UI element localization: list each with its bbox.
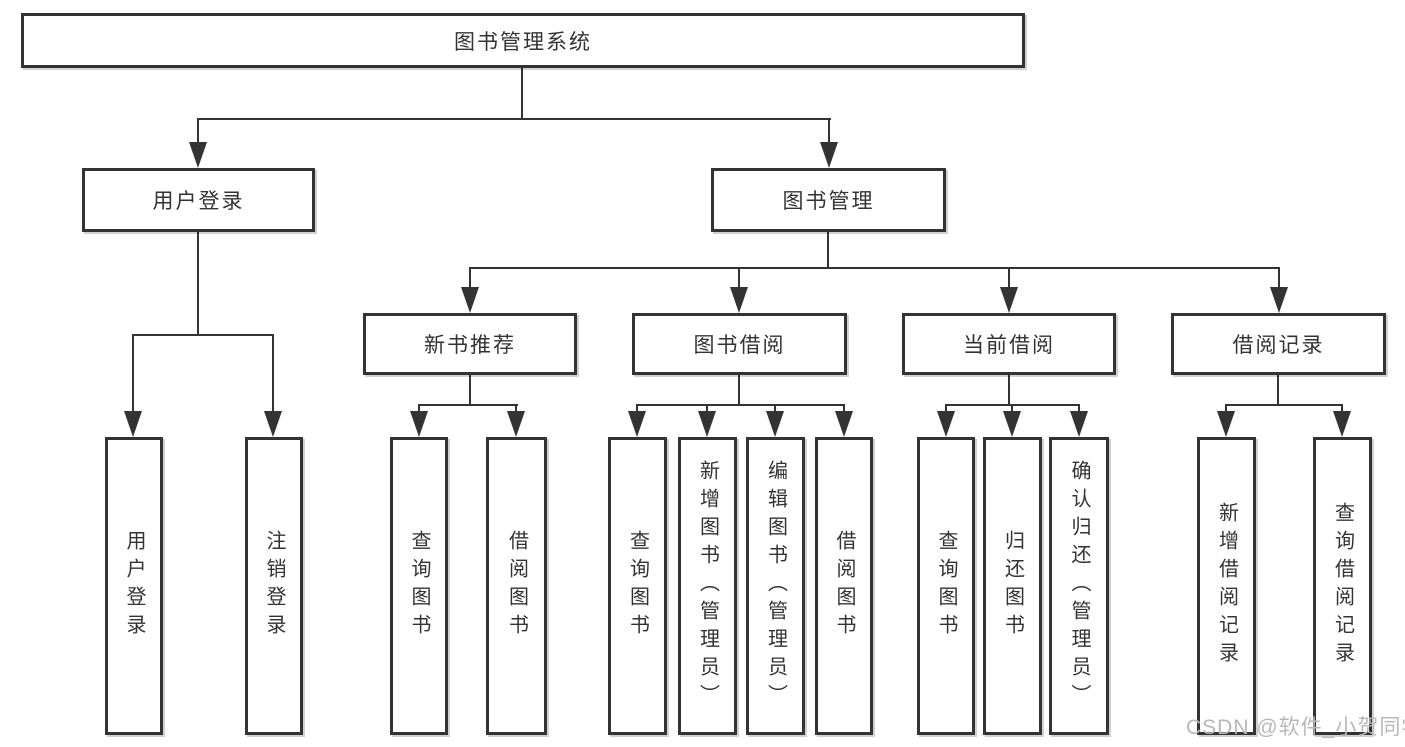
connector-line	[843, 404, 845, 414]
arrowhead-down-icon	[1003, 411, 1021, 437]
node-query-books-borrowing: 查询图书	[608, 437, 667, 735]
connector-line	[945, 404, 947, 414]
node-new-book-recommendation: 新书推荐	[363, 313, 577, 375]
arrowhead-down-icon	[766, 411, 784, 437]
arrowhead-down-icon	[820, 142, 838, 168]
connector-line	[1341, 404, 1343, 414]
node-query-borrow-record: 查询借阅记录	[1313, 437, 1372, 735]
connector-line	[1011, 404, 1013, 414]
connector-line	[132, 334, 274, 336]
connector-line	[738, 267, 740, 291]
connector-line	[132, 334, 134, 414]
watermark-text: CSDN @软件_小贺同学	[1186, 716, 1405, 739]
connector-line	[1008, 267, 1010, 291]
node-borrow-books-borrowing: 借阅图书	[815, 437, 873, 735]
node-user-login-leaf: 用户登录	[105, 437, 163, 735]
connector-line	[521, 68, 523, 119]
connector-line	[636, 404, 638, 414]
node-confirm-return-admin: 确认归还（管理员）	[1049, 437, 1109, 735]
connector-line	[515, 404, 517, 414]
arrowhead-down-icon	[1217, 411, 1235, 437]
arrowhead-down-icon	[1070, 411, 1088, 437]
arrowhead-down-icon	[410, 411, 428, 437]
connector-line	[272, 334, 274, 414]
node-add-book-admin: 新增图书（管理员）	[678, 437, 737, 735]
connector-line	[738, 375, 740, 406]
arrowhead-down-icon	[1333, 411, 1351, 437]
node-library-management-system: 图书管理系统	[21, 13, 1025, 68]
arrowhead-down-icon	[937, 411, 955, 437]
node-book-management: 图书管理	[711, 168, 946, 232]
connector-line	[827, 232, 829, 269]
node-edit-book-admin: 编辑图书（管理员）	[746, 437, 805, 735]
node-current-borrowing: 当前借阅	[902, 313, 1116, 375]
connector-line	[418, 404, 420, 414]
arrowhead-down-icon	[264, 411, 282, 437]
connector-line	[828, 118, 830, 146]
arrowhead-down-icon	[698, 411, 716, 437]
connector-line	[469, 267, 1280, 269]
connector-line	[418, 404, 518, 406]
arrowhead-down-icon	[1000, 287, 1018, 313]
node-logout: 注销登录	[245, 437, 303, 735]
connector-line	[1278, 267, 1280, 291]
node-add-borrow-record: 新增借阅记录	[1197, 437, 1256, 735]
connector-line	[1008, 375, 1010, 406]
node-query-books-recommend: 查询图书	[390, 437, 448, 735]
arrowhead-down-icon	[628, 411, 646, 437]
node-borrowing-records: 借阅记录	[1171, 313, 1386, 375]
arrowhead-down-icon	[124, 411, 142, 437]
arrowhead-down-icon	[835, 411, 853, 437]
connector-line	[469, 267, 471, 291]
node-user-login: 用户登录	[82, 168, 315, 232]
arrowhead-down-icon	[730, 287, 748, 313]
node-return-books: 归还图书	[983, 437, 1042, 735]
arrowhead-down-icon	[1270, 287, 1288, 313]
connector-line	[197, 118, 199, 146]
connector-line	[1225, 404, 1227, 414]
connector-line	[197, 118, 831, 120]
connector-line	[1225, 404, 1343, 406]
connector-line	[197, 232, 199, 336]
arrowhead-down-icon	[507, 411, 525, 437]
connector-line	[1277, 375, 1279, 406]
connector-line	[636, 404, 845, 406]
connector-line	[1078, 404, 1080, 414]
connector-line	[774, 404, 776, 414]
arrowhead-down-icon	[189, 142, 207, 168]
node-borrow-books-recommend: 借阅图书	[486, 437, 547, 735]
arrowhead-down-icon	[461, 287, 479, 313]
node-query-books-current: 查询图书	[917, 437, 975, 735]
connector-line	[706, 404, 708, 414]
connector-line	[469, 375, 471, 406]
node-book-borrowing: 图书借阅	[632, 313, 847, 375]
